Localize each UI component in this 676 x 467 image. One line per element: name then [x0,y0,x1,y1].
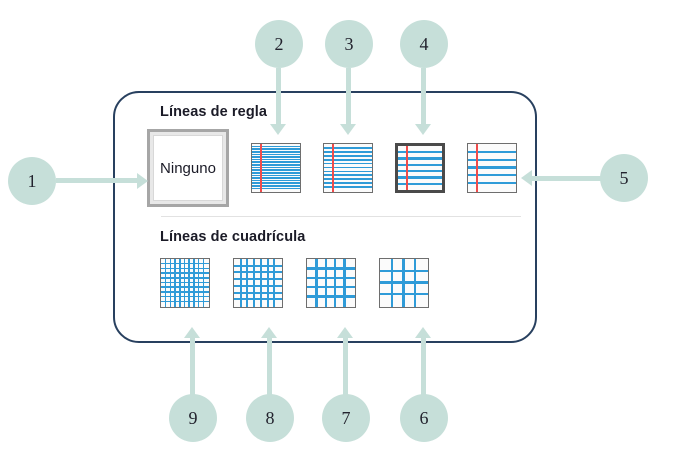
callout-4[interactable]: 4 [400,20,448,68]
ruled-swatch-row: Ninguno [147,129,517,207]
callout-3[interactable]: 3 [325,20,373,68]
callout-9[interactable]: 9 [169,394,217,442]
grid-lines [234,259,282,307]
ruling-options-panel: Líneas de regla Ninguno [113,91,537,343]
callout-5[interactable]: 5 [600,154,648,202]
rule-lines [252,144,300,192]
callout-6-leader [421,337,426,395]
swatch-grid-fine[interactable] [160,258,210,308]
callout-9-number: 9 [188,407,198,428]
callout-2[interactable]: 2 [255,20,303,68]
callout-1-number: 1 [27,170,37,191]
callout-9-arrowhead-up-icon [184,327,200,338]
callout-6-number: 6 [419,407,429,428]
callout-9-leader [190,337,195,395]
swatch-ruled-extra-wide[interactable] [467,143,517,193]
callout-4-number: 4 [419,33,429,54]
grid-lines [161,259,209,307]
section-title-ruled: Líneas de regla [160,104,268,120]
margin-rule-line [332,144,334,192]
callout-5-arrowhead-left-icon [521,170,532,186]
grid-lines [380,259,428,307]
swatch-ruled-college[interactable] [323,143,373,193]
callout-3-number: 3 [344,33,354,54]
rule-lines [468,144,516,192]
callout-7[interactable]: 7 [322,394,370,442]
callout-2-leader [276,68,281,126]
callout-2-arrowhead-down-icon [270,124,286,135]
callout-8-leader [267,337,272,395]
rule-lines [324,144,372,192]
callout-7-number: 7 [341,407,351,428]
section-title-grid: Líneas de cuadrícula [160,229,306,245]
section-separator [161,216,521,217]
swatch-none[interactable]: Ninguno [147,129,229,207]
callout-2-number: 2 [274,33,284,54]
margin-rule-line [260,144,262,192]
margin-rule-line [476,144,478,192]
callout-4-leader [421,68,426,126]
callout-1[interactable]: 1 [8,157,56,205]
callout-7-arrowhead-up-icon [337,327,353,338]
callout-3-arrowhead-down-icon [340,124,356,135]
swatch-grid-medium[interactable] [306,258,356,308]
callout-8-number: 8 [265,407,275,428]
callout-3-leader [346,68,351,126]
callout-6[interactable]: 6 [400,394,448,442]
grid-swatch-row [160,258,429,308]
callout-1-arrowhead-right-icon [137,173,148,189]
callout-4-arrowhead-down-icon [415,124,431,135]
swatch-ruled-narrow[interactable] [251,143,301,193]
callout-5-number: 5 [619,167,629,188]
callout-8[interactable]: 8 [246,394,294,442]
margin-rule-line [406,146,408,190]
callout-8-arrowhead-up-icon [261,327,277,338]
rule-lines [398,146,442,190]
swatch-ruled-wide[interactable] [395,143,445,193]
grid-lines [307,259,355,307]
callout-7-leader [343,337,348,395]
swatch-grid-large[interactable] [379,258,429,308]
callout-6-arrowhead-up-icon [415,327,431,338]
callout-5-leader [531,176,601,181]
swatch-grid-small[interactable] [233,258,283,308]
callout-1-leader [56,178,139,183]
swatch-none-label: Ninguno [153,135,223,201]
